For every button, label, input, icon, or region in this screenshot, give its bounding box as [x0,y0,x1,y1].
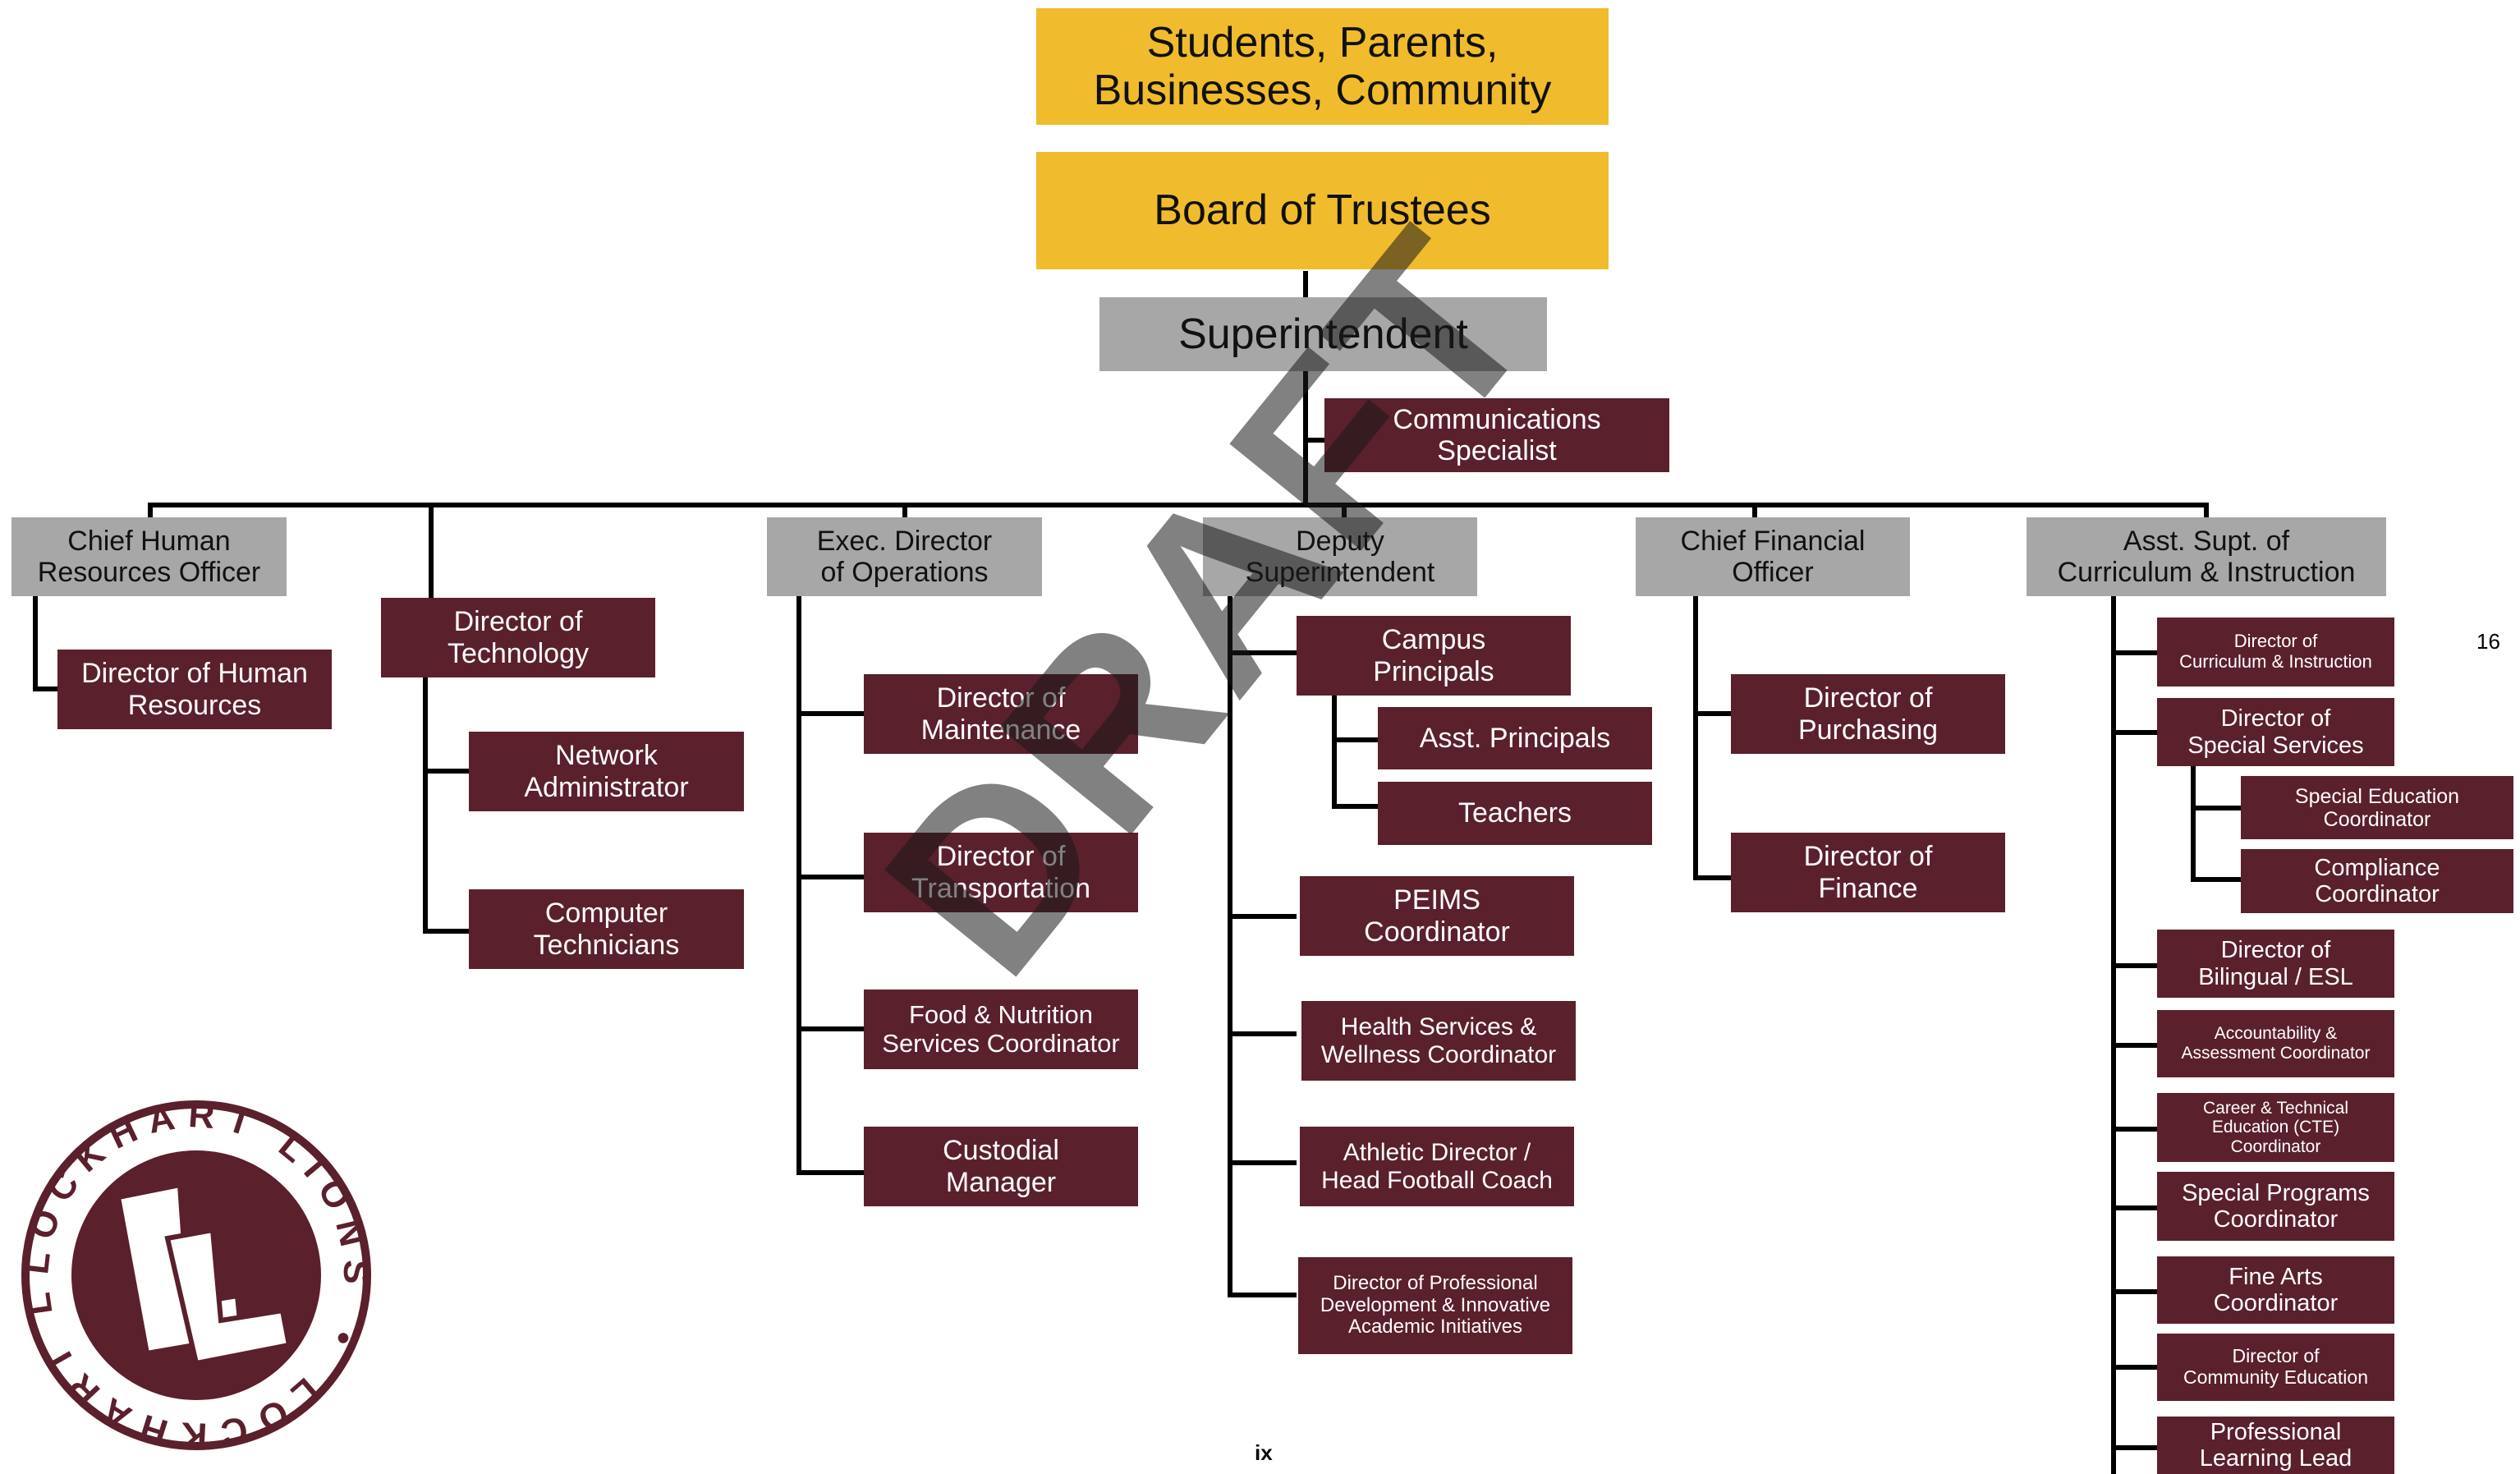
connector-ops-transportation [796,875,864,879]
director-bilingual-esl-box: Director of Bilingual / ESL [2157,930,2394,998]
connector-tech-network [423,769,469,774]
chief-hr-officer-box: Chief Human Resources Officer [11,517,287,596]
connector-cur-special-programs [2111,1205,2157,1210]
connector-drop-curriculum [2204,503,2209,517]
special-programs-coordinator-box: Special Programs Coordinator [2157,1172,2394,1241]
connector-cfo-purchasing [1693,711,1731,716]
director-maintenance-box: Director of Maintenance [864,674,1138,754]
connector-cur-bilingual [2111,963,2157,968]
director-community-education-box: Director of Community Education [2157,1334,2394,1401]
connector-board-superintendent [1303,271,1308,299]
connector-cur-special [2111,730,2157,735]
asst-principals-box: Asst. Principals [1378,707,1652,769]
connector-tech-computer [423,929,469,934]
campus-principals-box: Campus Principals [1297,616,1571,696]
connector-cfo-finance [1693,875,1731,880]
health-services-box: Health Services & Wellness Coordinator [1301,1001,1576,1081]
page-number: 16 [2476,629,2500,654]
connector-ops-food [796,1026,864,1031]
fine-arts-coordinator-box: Fine Arts Coordinator [2157,1256,2394,1324]
connector-special-vertical [2191,764,2196,882]
connector-cfo-vertical [1693,595,1698,880]
computer-technicians-box: Computer Technicians [469,889,744,969]
food-nutrition-box: Food & Nutrition Services Coordinator [864,990,1138,1069]
director-technology-box: Director of Technology [381,598,655,677]
network-administrator-box: Network Administrator [469,732,744,811]
connector-cur-accountability [2111,1043,2157,1048]
deputy-superintendent-box: Deputy Superintendent [1203,517,1477,596]
connector-cur-pll [2111,1445,2157,1450]
custodial-manager-box: Custodial Manager [864,1127,1138,1206]
communications-specialist-box: Communications Specialist [1324,398,1669,472]
director-purchasing-box: Director of Purchasing [1731,674,2005,754]
connector-principals-vertical [1332,694,1337,809]
teachers-box: Teachers [1378,782,1652,845]
connector-hr-director [33,686,57,691]
connector-superintendent-trunk [1303,370,1308,505]
director-finance-box: Director of Finance [1731,833,2005,912]
connector-curriculum-vertical [2111,595,2116,1474]
connector-principals-asst [1332,737,1378,742]
stakeholders-box: Students, Parents, Businesses, Community [1036,8,1609,125]
professional-learning-lead-box: Professional Learning Lead [2157,1417,2394,1474]
director-special-services-box: Director of Special Services [2157,698,2394,766]
connector-ops-vertical [796,595,801,1175]
connector-drop-deputy [1342,503,1347,517]
peims-coordinator-box: PEIMS Coordinator [1300,876,1574,956]
board-of-trustees-box: Board of Trustees [1036,152,1609,269]
accountability-assessment-box: Accountability & Assessment Coordinator [2157,1010,2394,1077]
director-transportation-box: Director of Transportation [864,833,1138,912]
athletic-director-box: Athletic Director / Head Football Coach [1300,1127,1574,1206]
exec-director-operations-box: Exec. Director of Operations [767,517,1042,596]
compliance-coordinator-box: Compliance Coordinator [2241,849,2513,913]
special-education-coordinator-box: Special Education Coordinator [2241,776,2513,839]
director-hr-box: Director of Human Resources [57,650,332,729]
footer-page-number: ix [1255,1440,1273,1465]
connector-cur-cte [2111,1127,2157,1132]
connector-cur-community [2111,1365,2157,1370]
connector-deputy-health [1228,1031,1297,1036]
director-professional-development-box: Director of Professional Development & I… [1298,1257,1572,1354]
connector-communications [1303,438,1324,443]
connector-deputy-profdev [1228,1293,1297,1297]
connector-deputy-vertical [1228,595,1232,1297]
connector-drop-hr [148,503,153,517]
connector-deputy-peims [1228,914,1297,919]
connector-ops-custodial [796,1170,864,1175]
connector-cur-fine-arts [2111,1289,2157,1294]
connector-ops-maintenance [796,711,864,716]
connector-special-sped [2191,806,2241,810]
lockhart-lions-logo: LOCKHART LIONS•LOCKHART LIONS [20,1099,371,1452]
cte-coordinator-box: Career & Technical Education (CTE) Coord… [2157,1093,2394,1162]
connector-tech-vertical [423,676,428,934]
connector-principals-teachers [1332,804,1378,809]
ll-monogram [115,1182,292,1366]
chief-financial-officer-box: Chief Financial Officer [1636,517,1910,596]
director-curriculum-instruction-box: Director of Curriculum & Instruction [2157,618,2394,686]
connector-deputy-athletic [1228,1160,1297,1165]
asst-supt-curriculum-box: Asst. Supt. of Curriculum & Instruction [2027,517,2386,596]
connector-drop-cfo [1752,503,1757,517]
connector-drop-ops [902,503,907,517]
superintendent-box: Superintendent [1099,297,1547,371]
connector-horizontal-bar [148,503,2209,507]
connector-cur-ci [2111,650,2157,655]
connector-hr-vertical [33,595,38,691]
connector-drop-tech [429,503,434,598]
connector-special-compliance [2191,877,2241,882]
connector-deputy-principals [1228,650,1297,655]
